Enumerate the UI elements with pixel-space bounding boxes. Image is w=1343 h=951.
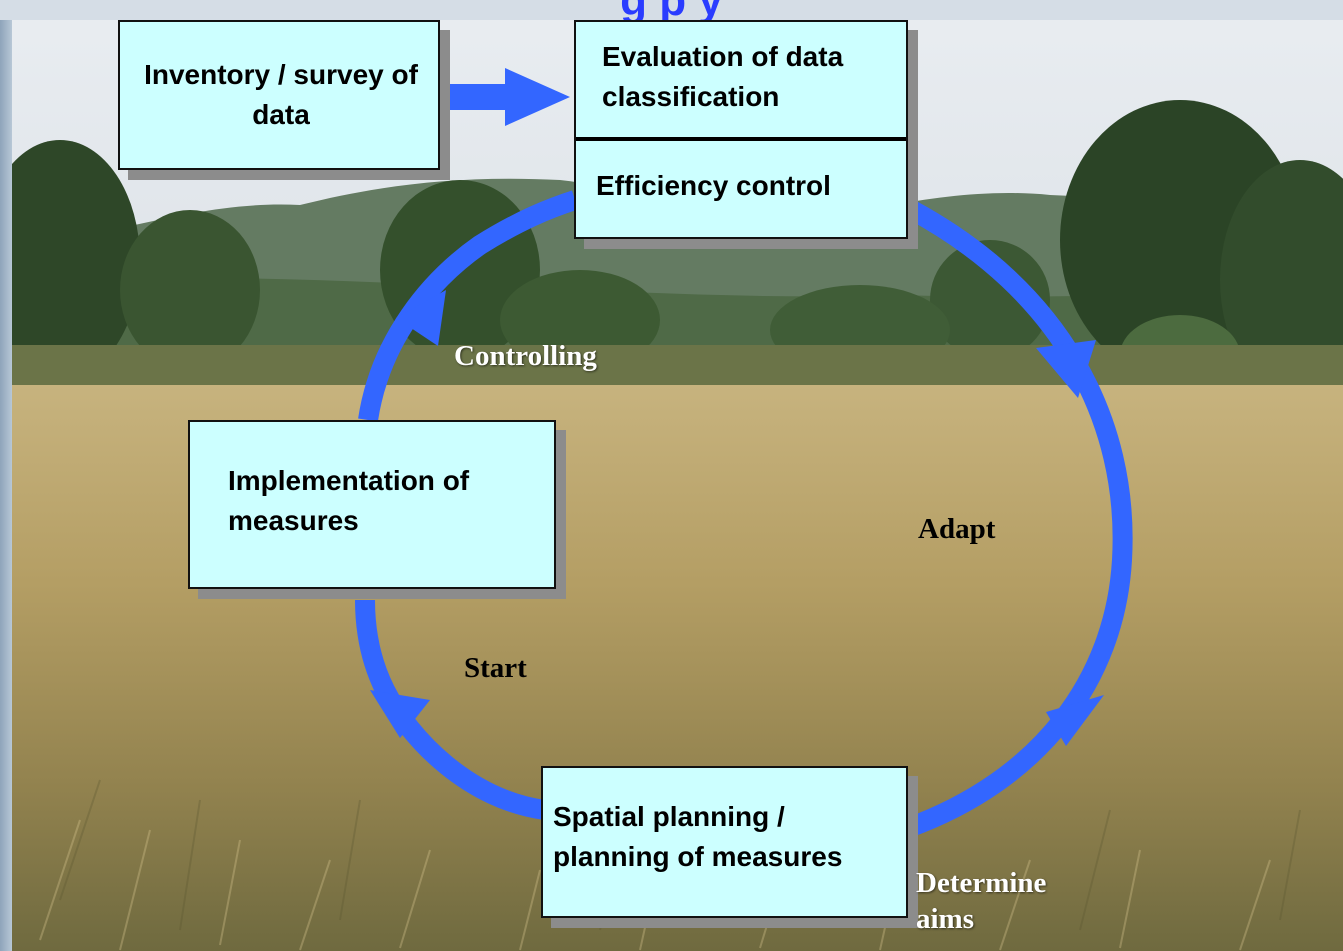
implementation-box (188, 420, 556, 589)
cycle-arrowhead-upper-right (1036, 340, 1096, 398)
cycle-arrowhead-lower-left (370, 690, 430, 738)
spatial-planning-text: Spatial planning / planning of measures (553, 801, 843, 872)
cycle-arrowhead-upper-left (396, 290, 446, 346)
cycle-arc-adapt (904, 201, 1133, 838)
cycle-arrowhead-lower-right (1046, 695, 1104, 746)
implementation-text: Implementation of measures (228, 465, 470, 536)
label-start: Start (464, 652, 527, 684)
inventory-box (118, 20, 440, 170)
efficiency-text: Efficiency control (596, 170, 831, 201)
cycle-arc-controlling (358, 190, 579, 422)
evaluation-efficiency-box (574, 20, 908, 239)
inventory-text: Inventory / survey of data (144, 59, 418, 130)
spatial-planning-box (541, 766, 908, 918)
box-divider (576, 137, 906, 141)
evaluation-text: Evaluation of data classification (602, 41, 844, 112)
straight-arrow-shaft (450, 84, 510, 110)
label-determine-aims: Determine aims (916, 867, 1047, 935)
straight-arrow-head (505, 68, 570, 126)
label-adapt: Adapt (918, 513, 996, 545)
label-controlling: Controlling (454, 340, 597, 372)
